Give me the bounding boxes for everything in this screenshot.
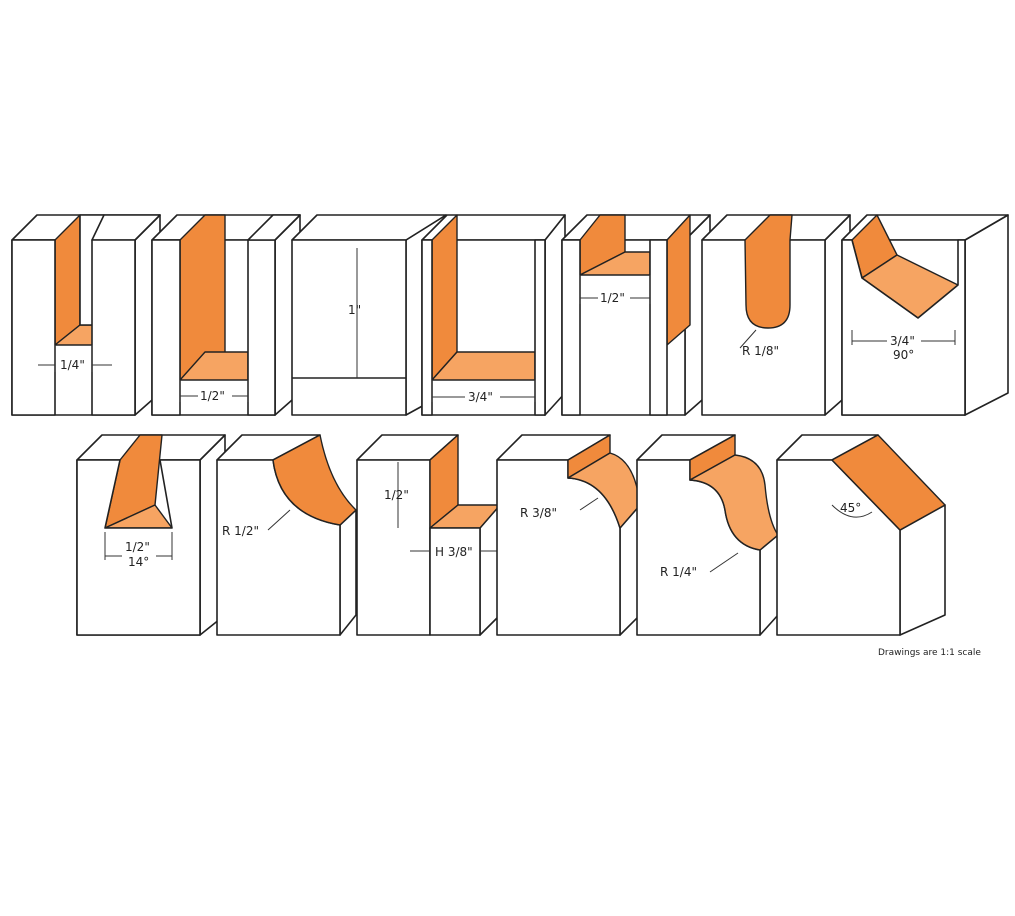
label-ogee: R 1/4" [660, 565, 697, 579]
label-roman-ogee: R 3/8" [520, 506, 557, 520]
profile-core-box: R 1/8" [701, 214, 851, 416]
profile-cove: R 1/2" [216, 434, 357, 636]
label-chamfer: 45° [840, 501, 861, 515]
label-v-groove-angle: 90° [893, 348, 914, 362]
profile-dovetail: 1/2" 14° [76, 434, 226, 636]
scale-note: Drawings are 1:1 scale [878, 648, 981, 658]
label-rabbet-1-2: 1/2" [600, 291, 625, 305]
label-depth-1: 1" [348, 303, 361, 317]
label-rabbet-height: 1/2" [384, 488, 409, 502]
profile-straight-1-4: 1/4" [11, 214, 161, 416]
profile-straight-1-2: 1/2" [151, 214, 301, 416]
label-core-box: R 1/8" [742, 344, 779, 358]
profile-chamfer: 45° [776, 434, 946, 636]
label-rabbet-h: H 3/8" [435, 545, 473, 559]
profile-straight-3-4: 3/4" [421, 214, 566, 416]
profile-roman-ogee: R 3/8" [496, 434, 641, 636]
label-dovetail-angle: 14° [128, 555, 149, 569]
profile-ogee: R 1/4" [636, 434, 779, 636]
profile-v-groove: 3/4" 90° [841, 214, 1009, 416]
label-straight-3-4: 3/4" [468, 390, 493, 404]
label-straight-1-4: 1/4" [60, 358, 85, 372]
label-dovetail-width: 1/2" [125, 540, 150, 554]
label-cove: R 1/2" [222, 524, 259, 538]
profile-rabbet-1-2: 1/2" [561, 214, 711, 416]
label-straight-1-2: 1/2" [200, 389, 225, 403]
label-v-groove-width: 3/4" [890, 334, 915, 348]
profile-rabbet-h: 1/2" H 3/8" [356, 434, 501, 636]
